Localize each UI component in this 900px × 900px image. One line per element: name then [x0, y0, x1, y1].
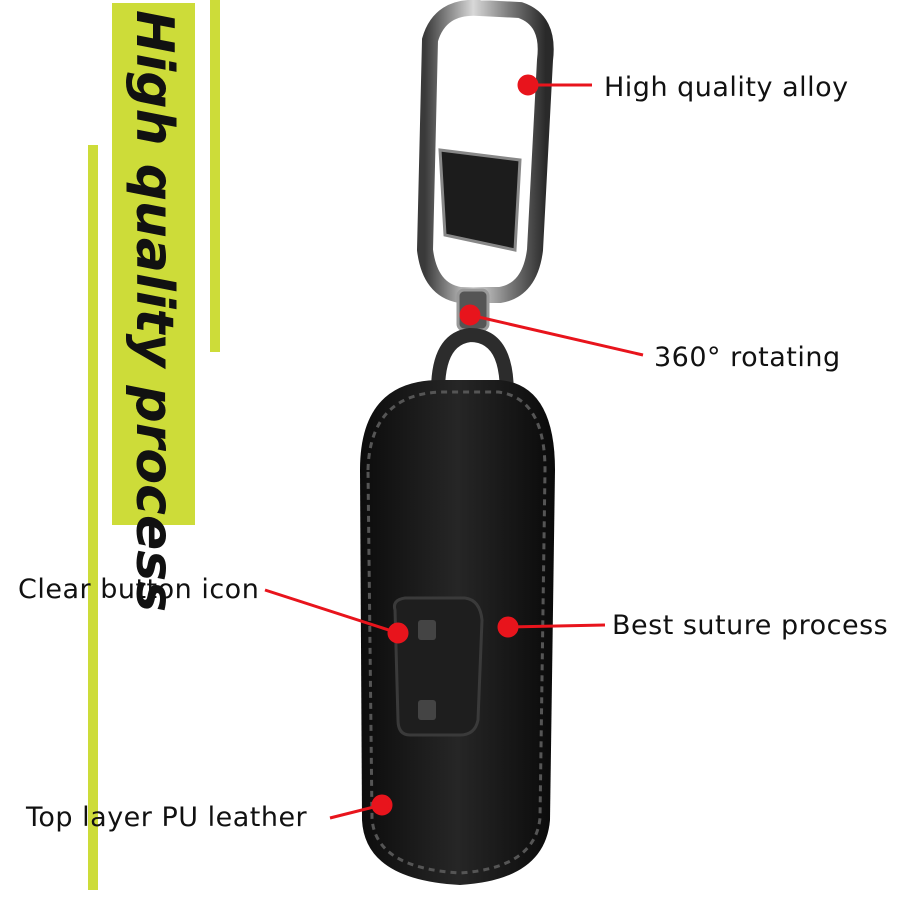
- callout-top-layer-pu-leather: Top layer PU leather: [26, 802, 308, 833]
- carabiner-clip: [416, 0, 554, 303]
- callout-clear-button-icon: Clear button icon: [18, 574, 260, 605]
- callout-360-rotating: 360° rotating: [654, 342, 841, 373]
- callout-high-quality-alloy: High quality alloy: [604, 72, 849, 103]
- decorative-bar-left: [88, 145, 98, 890]
- callout-best-suture-process: Best suture process: [612, 610, 889, 641]
- title-banner: [112, 3, 195, 525]
- leather-fob-case: [360, 380, 555, 885]
- decorative-bar-right: [210, 0, 220, 352]
- callout-lines: [264, 74, 644, 820]
